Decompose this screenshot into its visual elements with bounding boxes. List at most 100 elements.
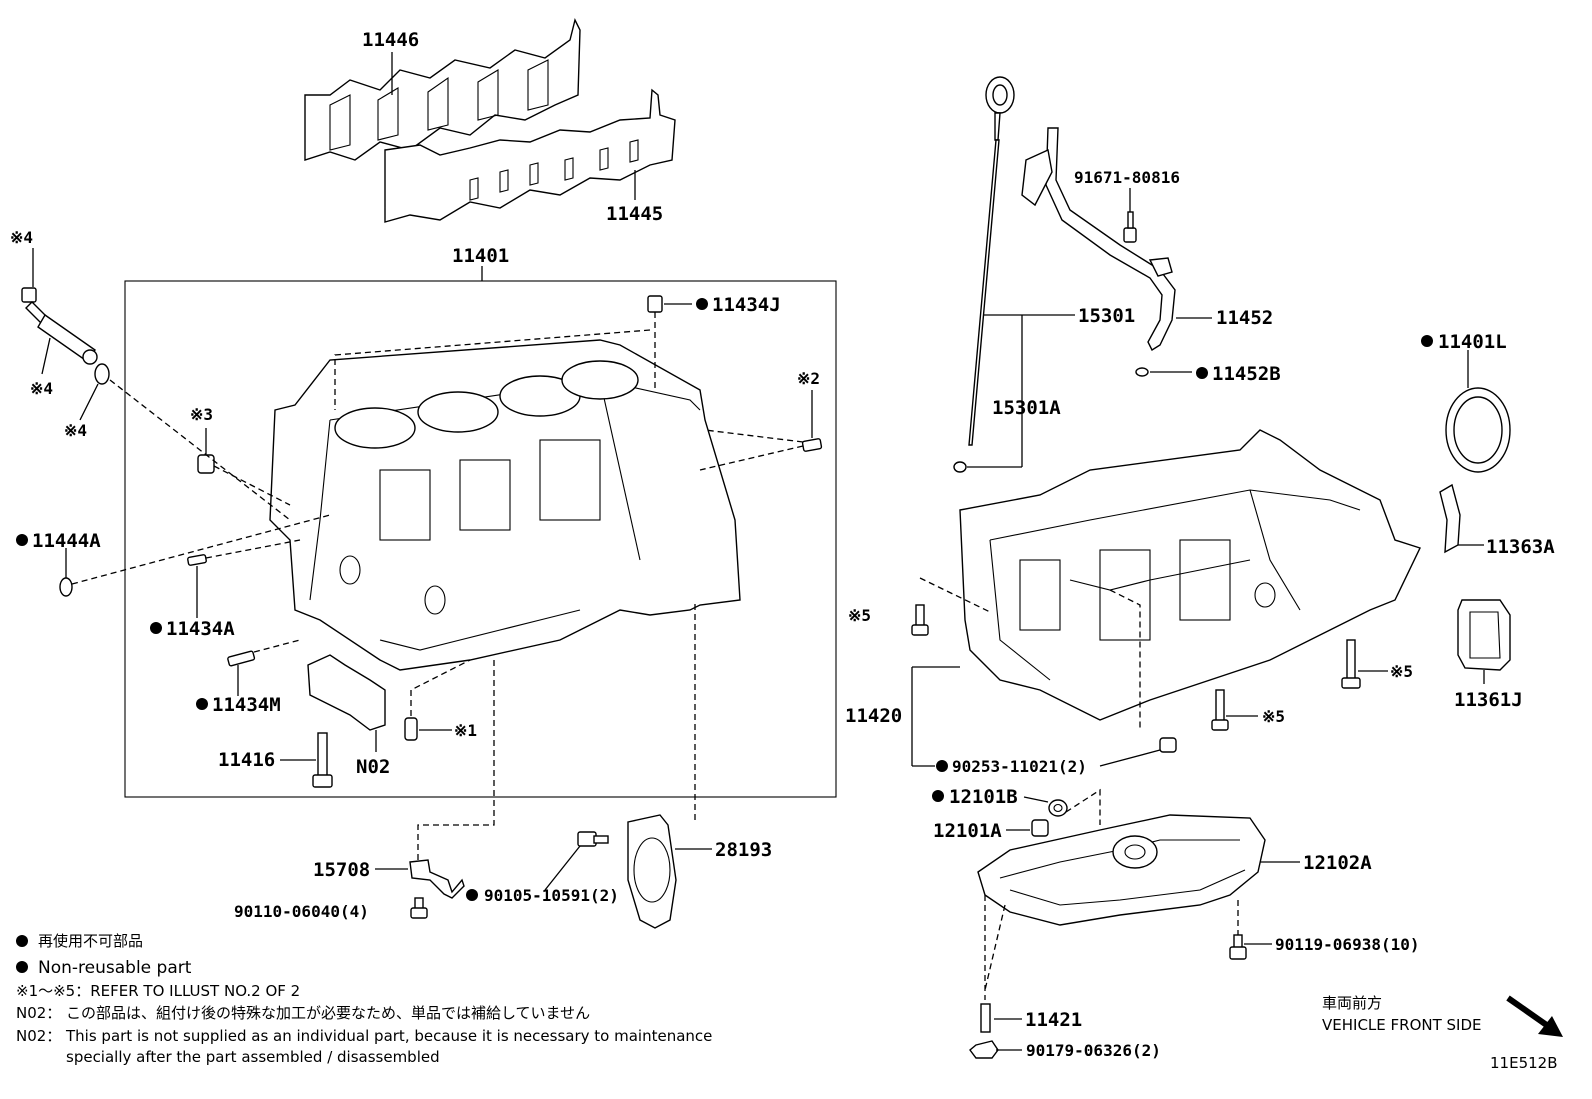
bolt-90119: [1229, 934, 1247, 960]
o-ring-ref4: [94, 363, 110, 385]
cover-28193: [627, 814, 677, 929]
label-90105-10591: 90105-10591(2): [484, 886, 619, 905]
dipstick-guide-11452: [1021, 127, 1176, 352]
gasket-12101B: [1048, 799, 1068, 817]
ref-5-left: ※5: [848, 606, 871, 625]
water-jacket-spacer-11446: [304, 17, 581, 161]
nut-90179: [969, 1040, 999, 1059]
legend-n02-note-en-2: specially after the part assembled / dis…: [66, 1048, 440, 1066]
pin-ref1: [404, 717, 418, 741]
ref-1: ※1: [454, 721, 477, 740]
legend-n02-prefix-jp: N02：: [16, 1004, 61, 1022]
figure-id: 11E512B: [1490, 1054, 1558, 1072]
front-label-en: VEHICLE FRONT SIDE: [1322, 1016, 1482, 1034]
label-11401: 11401: [452, 245, 509, 267]
non-reusable-dot: [932, 790, 944, 802]
ref-4-bolt: ※4: [10, 228, 33, 247]
water-jacket-spacer-11445: [384, 88, 676, 223]
stud-11421: [980, 1003, 991, 1033]
non-reusable-dot: [466, 889, 478, 901]
label-11452B: 11452B: [1212, 363, 1281, 385]
bearing-cap-N02: [307, 654, 386, 731]
dipstick-15301: [968, 76, 1015, 446]
gasket-11361J: [1457, 599, 1511, 671]
plug-11434J: [647, 295, 663, 313]
legend-n02-note-en: This part is not supplied as an individu…: [65, 1027, 712, 1045]
cylinder-block-frame: [124, 280, 837, 798]
front-label-jp: 車両前方: [1322, 994, 1382, 1012]
label-12101B: 12101B: [949, 786, 1018, 808]
bolt-90105: [577, 831, 609, 847]
ref-5-right: ※5: [1390, 662, 1413, 681]
non-reusable-dot: [150, 622, 162, 634]
label-11452: 11452: [1216, 307, 1273, 329]
label-28193: 28193: [715, 839, 772, 861]
legend-n02-note-jp: この部品は、組付け後の特殊な加工が必要なため、単品では補給していません: [66, 1004, 590, 1022]
label-90119-06938: 90119-06938(10): [1275, 935, 1420, 954]
legend-dot: [16, 935, 28, 947]
label-11401L: 11401L: [1438, 331, 1507, 353]
o-ring-15301A: [953, 461, 967, 473]
label-90179-06326: 90179-06326(2): [1026, 1041, 1161, 1060]
label-11434J: 11434J: [712, 294, 781, 316]
label-12101A: 12101A: [933, 820, 1002, 842]
oil-pan-upper-11420: [959, 429, 1421, 721]
label-N02: N02: [356, 756, 390, 778]
pin-ref2: [801, 438, 823, 452]
legend-refer-note: ※1～※5：REFER TO ILLUST NO.2 OF 2: [16, 982, 300, 1000]
label-11421: 11421: [1025, 1009, 1082, 1031]
bolt-11416: [312, 732, 333, 788]
label-90253-11021: 90253-11021(2): [952, 757, 1087, 776]
legend-n02-prefix-en: N02：: [16, 1027, 61, 1045]
non-reusable-dot: [936, 760, 948, 772]
label-91671-80816: 91671-80816: [1074, 168, 1180, 187]
non-reusable-dot: [16, 534, 28, 546]
label-11434M: 11434M: [212, 694, 281, 716]
plug-90253: [1159, 737, 1177, 753]
label-15708: 15708: [313, 859, 370, 881]
oil-pan-lower-12102A: [977, 814, 1266, 926]
oil-nozzle-15708: [409, 859, 465, 899]
non-reusable-dot: [1196, 367, 1208, 379]
label-11444A: 11444A: [32, 530, 101, 552]
legend-nonreusable-en: Non-reusable part: [38, 958, 192, 978]
label-11445: 11445: [606, 203, 663, 225]
ref-5-mid: ※5: [1262, 707, 1285, 726]
ref-2: ※2: [797, 369, 820, 388]
ref-4-jet: ※4: [30, 379, 53, 398]
bolt-ref5-left: [911, 604, 929, 636]
front-arrow-icon: [1506, 995, 1563, 1037]
label-12102A: 12102A: [1303, 852, 1372, 874]
ref-4-oring: ※4: [64, 421, 87, 440]
label-11363A: 11363A: [1486, 536, 1555, 558]
o-ring-11444A: [59, 577, 73, 597]
bolt-ref5-mid: [1211, 689, 1229, 731]
label-90110-06040: 90110-06040(4): [234, 902, 369, 921]
label-11361J: 11361J: [1454, 689, 1523, 711]
non-reusable-dot: [196, 698, 208, 710]
ref-3: ※3: [190, 405, 213, 424]
bolt-90110: [410, 897, 428, 919]
label-15301A: 15301A: [992, 397, 1061, 419]
plug-ref3: [197, 454, 215, 474]
o-ring-11452B: [1135, 367, 1149, 377]
pin-11434A: [187, 554, 207, 566]
label-11446: 11446: [362, 29, 419, 51]
bolt-91671: [1123, 211, 1137, 243]
non-reusable-dot: [696, 298, 708, 310]
label-11416: 11416: [218, 749, 275, 771]
pin-11434M: [227, 650, 256, 667]
legend-dot: [16, 961, 28, 973]
oil-seal-11401L: [1445, 387, 1511, 473]
label-11420: 11420: [845, 705, 902, 727]
label-11434A: 11434A: [166, 618, 235, 640]
legend-nonreusable-jp: 再使用不可部品: [38, 932, 143, 950]
non-reusable-dot: [1421, 335, 1433, 347]
cylinder-block: [269, 339, 741, 671]
drain-plug-12101A: [1031, 819, 1049, 837]
bolt-ref5-right: [1341, 639, 1361, 689]
label-15301: 15301: [1078, 305, 1135, 327]
oil-jet-assembly: [21, 287, 98, 365]
